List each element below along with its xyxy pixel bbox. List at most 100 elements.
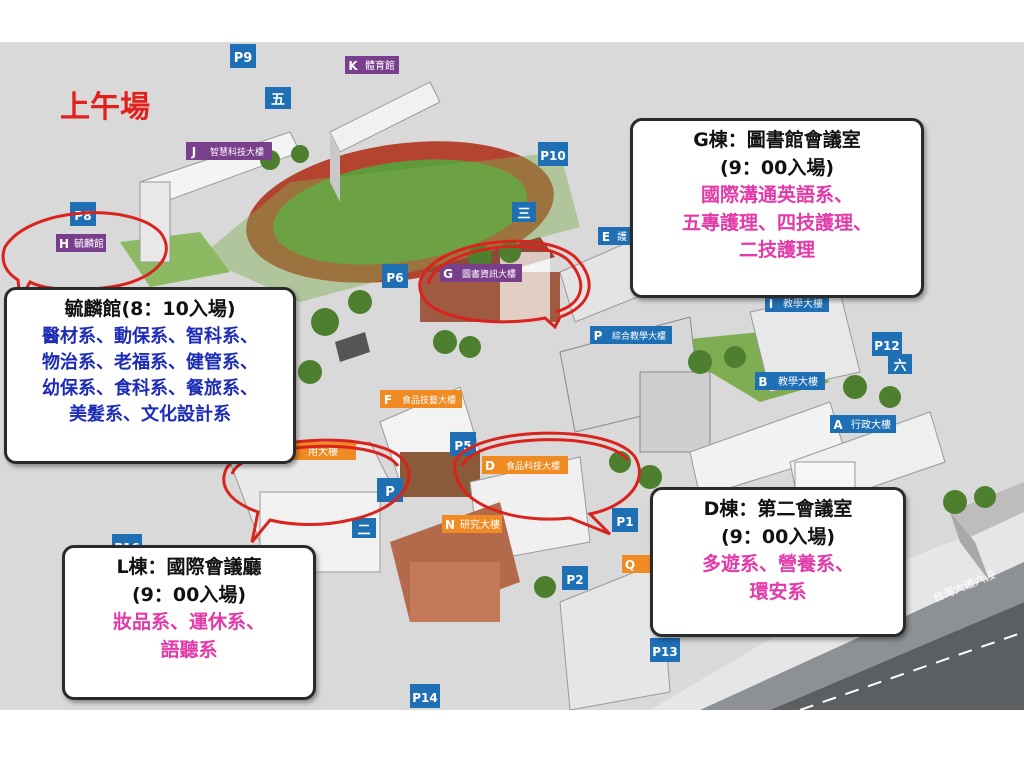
dept-line: 妝品系、運休系、 bbox=[112, 611, 265, 634]
dept-line: 幼保系、食科系、餐旅系、 bbox=[42, 377, 258, 399]
parking-p10: P10 bbox=[538, 142, 568, 166]
svg-text:P1: P1 bbox=[616, 515, 633, 529]
svg-text:五: 五 bbox=[271, 92, 285, 108]
highlight-ring-d bbox=[453, 431, 641, 536]
svg-text:P6: P6 bbox=[386, 271, 403, 285]
svg-text:綜合教學大樓: 綜合教學大樓 bbox=[612, 330, 666, 342]
svg-text:N: N bbox=[445, 518, 455, 532]
svg-text:P: P bbox=[594, 329, 603, 343]
building-label-e: E 護 bbox=[598, 227, 630, 245]
building-label-p: P 綜合教學大樓 bbox=[590, 326, 672, 344]
svg-text:P8: P8 bbox=[74, 209, 91, 223]
svg-text:護: 護 bbox=[617, 230, 627, 243]
svg-text:D: D bbox=[485, 459, 495, 473]
callout-d-meeting-room: D棟：第二會議室 (9：00入場) 多遊系、營養系、 環安系 bbox=[650, 487, 906, 637]
dept-line: 美髮系、文化設計系 bbox=[69, 403, 231, 425]
svg-text:J: J bbox=[191, 145, 196, 159]
svg-text:教學大樓: 教學大樓 bbox=[783, 297, 823, 310]
dept-line: 醫材系、動保系、智科系、 bbox=[42, 325, 258, 347]
parking-p13: P13 bbox=[650, 638, 680, 662]
callout-time: (9：00入場) bbox=[720, 525, 836, 548]
svg-text:P12: P12 bbox=[874, 339, 900, 353]
highlight-ring-l bbox=[222, 438, 411, 543]
building-label-h: H 毓麟館 bbox=[56, 234, 106, 252]
svg-text:K: K bbox=[348, 59, 358, 73]
dept-line: 多遊系、營養系、 bbox=[701, 553, 854, 576]
building-label-a: A 行政大樓 bbox=[830, 415, 896, 433]
building-q bbox=[559, 561, 671, 710]
highlight-ring-d-inner bbox=[460, 438, 630, 467]
building-label-d: D 食品科技大樓 bbox=[482, 456, 568, 474]
callout-title: 毓麟館(8：10入場) bbox=[64, 298, 236, 320]
highlight-rings bbox=[1, 211, 641, 543]
dept-line: 物治系、老福系、健管系、 bbox=[42, 351, 258, 373]
svg-text:B: B bbox=[758, 375, 767, 389]
parking-p14: P14 bbox=[410, 684, 440, 708]
building-label-l: 用大樓 bbox=[290, 442, 356, 460]
highlight-ring-h bbox=[1, 211, 168, 305]
svg-text:毓麟館: 毓麟館 bbox=[74, 237, 104, 250]
building-k bbox=[329, 81, 441, 202]
dept-line: 五專護理、四技護理、 bbox=[681, 211, 872, 234]
svg-text:E: E bbox=[602, 230, 610, 244]
callout-h-yulin-hall: 毓麟館(8：10入場) 醫材系、動保系、智科系、 物治系、老福系、健管系、 幼保… bbox=[4, 287, 296, 464]
dept-line: 環安系 bbox=[749, 580, 807, 603]
svg-text:P2: P2 bbox=[566, 573, 583, 587]
parking-p2: P2 bbox=[562, 566, 588, 590]
svg-text:三: 三 bbox=[517, 207, 530, 222]
svg-text:P10: P10 bbox=[540, 149, 566, 163]
building-label-j: J 智慧科技大樓 bbox=[186, 142, 272, 160]
svg-text:A: A bbox=[833, 418, 843, 432]
highlight-ring-g-inner bbox=[426, 244, 583, 314]
building-label-k: K 體育館 bbox=[345, 56, 399, 74]
building-label-i: I 教學大樓 bbox=[765, 294, 829, 312]
marker-three: 三 bbox=[512, 202, 536, 222]
svg-text:P: P bbox=[385, 485, 395, 500]
callout-time: (9：00入場) bbox=[719, 156, 835, 179]
parking-p9: P9 bbox=[230, 44, 256, 68]
callout-title: L棟：國際會議廳 bbox=[116, 556, 262, 578]
footbridge bbox=[950, 482, 1024, 582]
callout-time: (9：00入場) bbox=[131, 583, 247, 606]
svg-text:食品科技大樓: 食品科技大樓 bbox=[506, 460, 560, 472]
svg-text:體育館: 體育館 bbox=[365, 59, 395, 72]
callout-l-conference-hall: L棟：國際會議廳 (9：00入場) 妝品系、運休系、 語聽系 bbox=[62, 545, 316, 700]
building-label-b: B 教學大樓 bbox=[755, 372, 825, 390]
lawn bbox=[200, 152, 580, 302]
parking-p6: P6 bbox=[382, 264, 408, 288]
parking-p12: P12 bbox=[872, 332, 902, 356]
building-l bbox=[229, 441, 396, 573]
highlight-ring-g bbox=[418, 239, 591, 330]
svg-text:I: I bbox=[769, 297, 773, 311]
svg-text:G: G bbox=[443, 267, 453, 281]
svg-text:研究大樓: 研究大樓 bbox=[460, 518, 500, 531]
svg-text:六: 六 bbox=[893, 358, 906, 374]
dept-line: 二技護理 bbox=[738, 239, 815, 262]
svg-text:用大樓: 用大樓 bbox=[308, 445, 338, 458]
svg-text:P13: P13 bbox=[652, 645, 678, 659]
session-title: 上午場 bbox=[60, 90, 150, 125]
marker-six: 六 bbox=[888, 354, 912, 374]
callout-title: G棟：圖書館會議室 bbox=[693, 129, 861, 151]
svg-text:食品技藝大樓: 食品技藝大樓 bbox=[402, 394, 456, 406]
parking-p1: P1 bbox=[612, 508, 638, 532]
svg-text:二: 二 bbox=[357, 523, 370, 538]
svg-text:F: F bbox=[384, 393, 392, 407]
svg-text:P9: P9 bbox=[234, 51, 253, 66]
callout-title: D棟：第二會議室 bbox=[703, 498, 853, 520]
svg-text:H: H bbox=[59, 237, 69, 251]
building-label-n: N 研究大樓 bbox=[442, 515, 502, 533]
building-label-f: F 食品技藝大樓 bbox=[380, 390, 462, 408]
svg-text:行政大樓: 行政大樓 bbox=[851, 418, 891, 431]
building-label-g: G 圖書資訊大樓 bbox=[440, 264, 522, 282]
marker-two: 二 bbox=[352, 518, 376, 538]
svg-text:P14: P14 bbox=[412, 691, 438, 705]
svg-text:智慧科技大樓: 智慧科技大樓 bbox=[210, 146, 264, 158]
dept-line: 國際溝通英語系、 bbox=[700, 184, 853, 207]
statue bbox=[335, 332, 370, 362]
svg-text:教學大樓: 教學大樓 bbox=[778, 375, 818, 388]
dept-line: 語聽系 bbox=[160, 638, 218, 661]
svg-text:圖書資訊大樓: 圖書資訊大樓 bbox=[462, 268, 516, 280]
callout-g-library: G棟：圖書館會議室 (9：00入場) 國際溝通英語系、 五專護理、四技護理、 二… bbox=[630, 118, 924, 298]
